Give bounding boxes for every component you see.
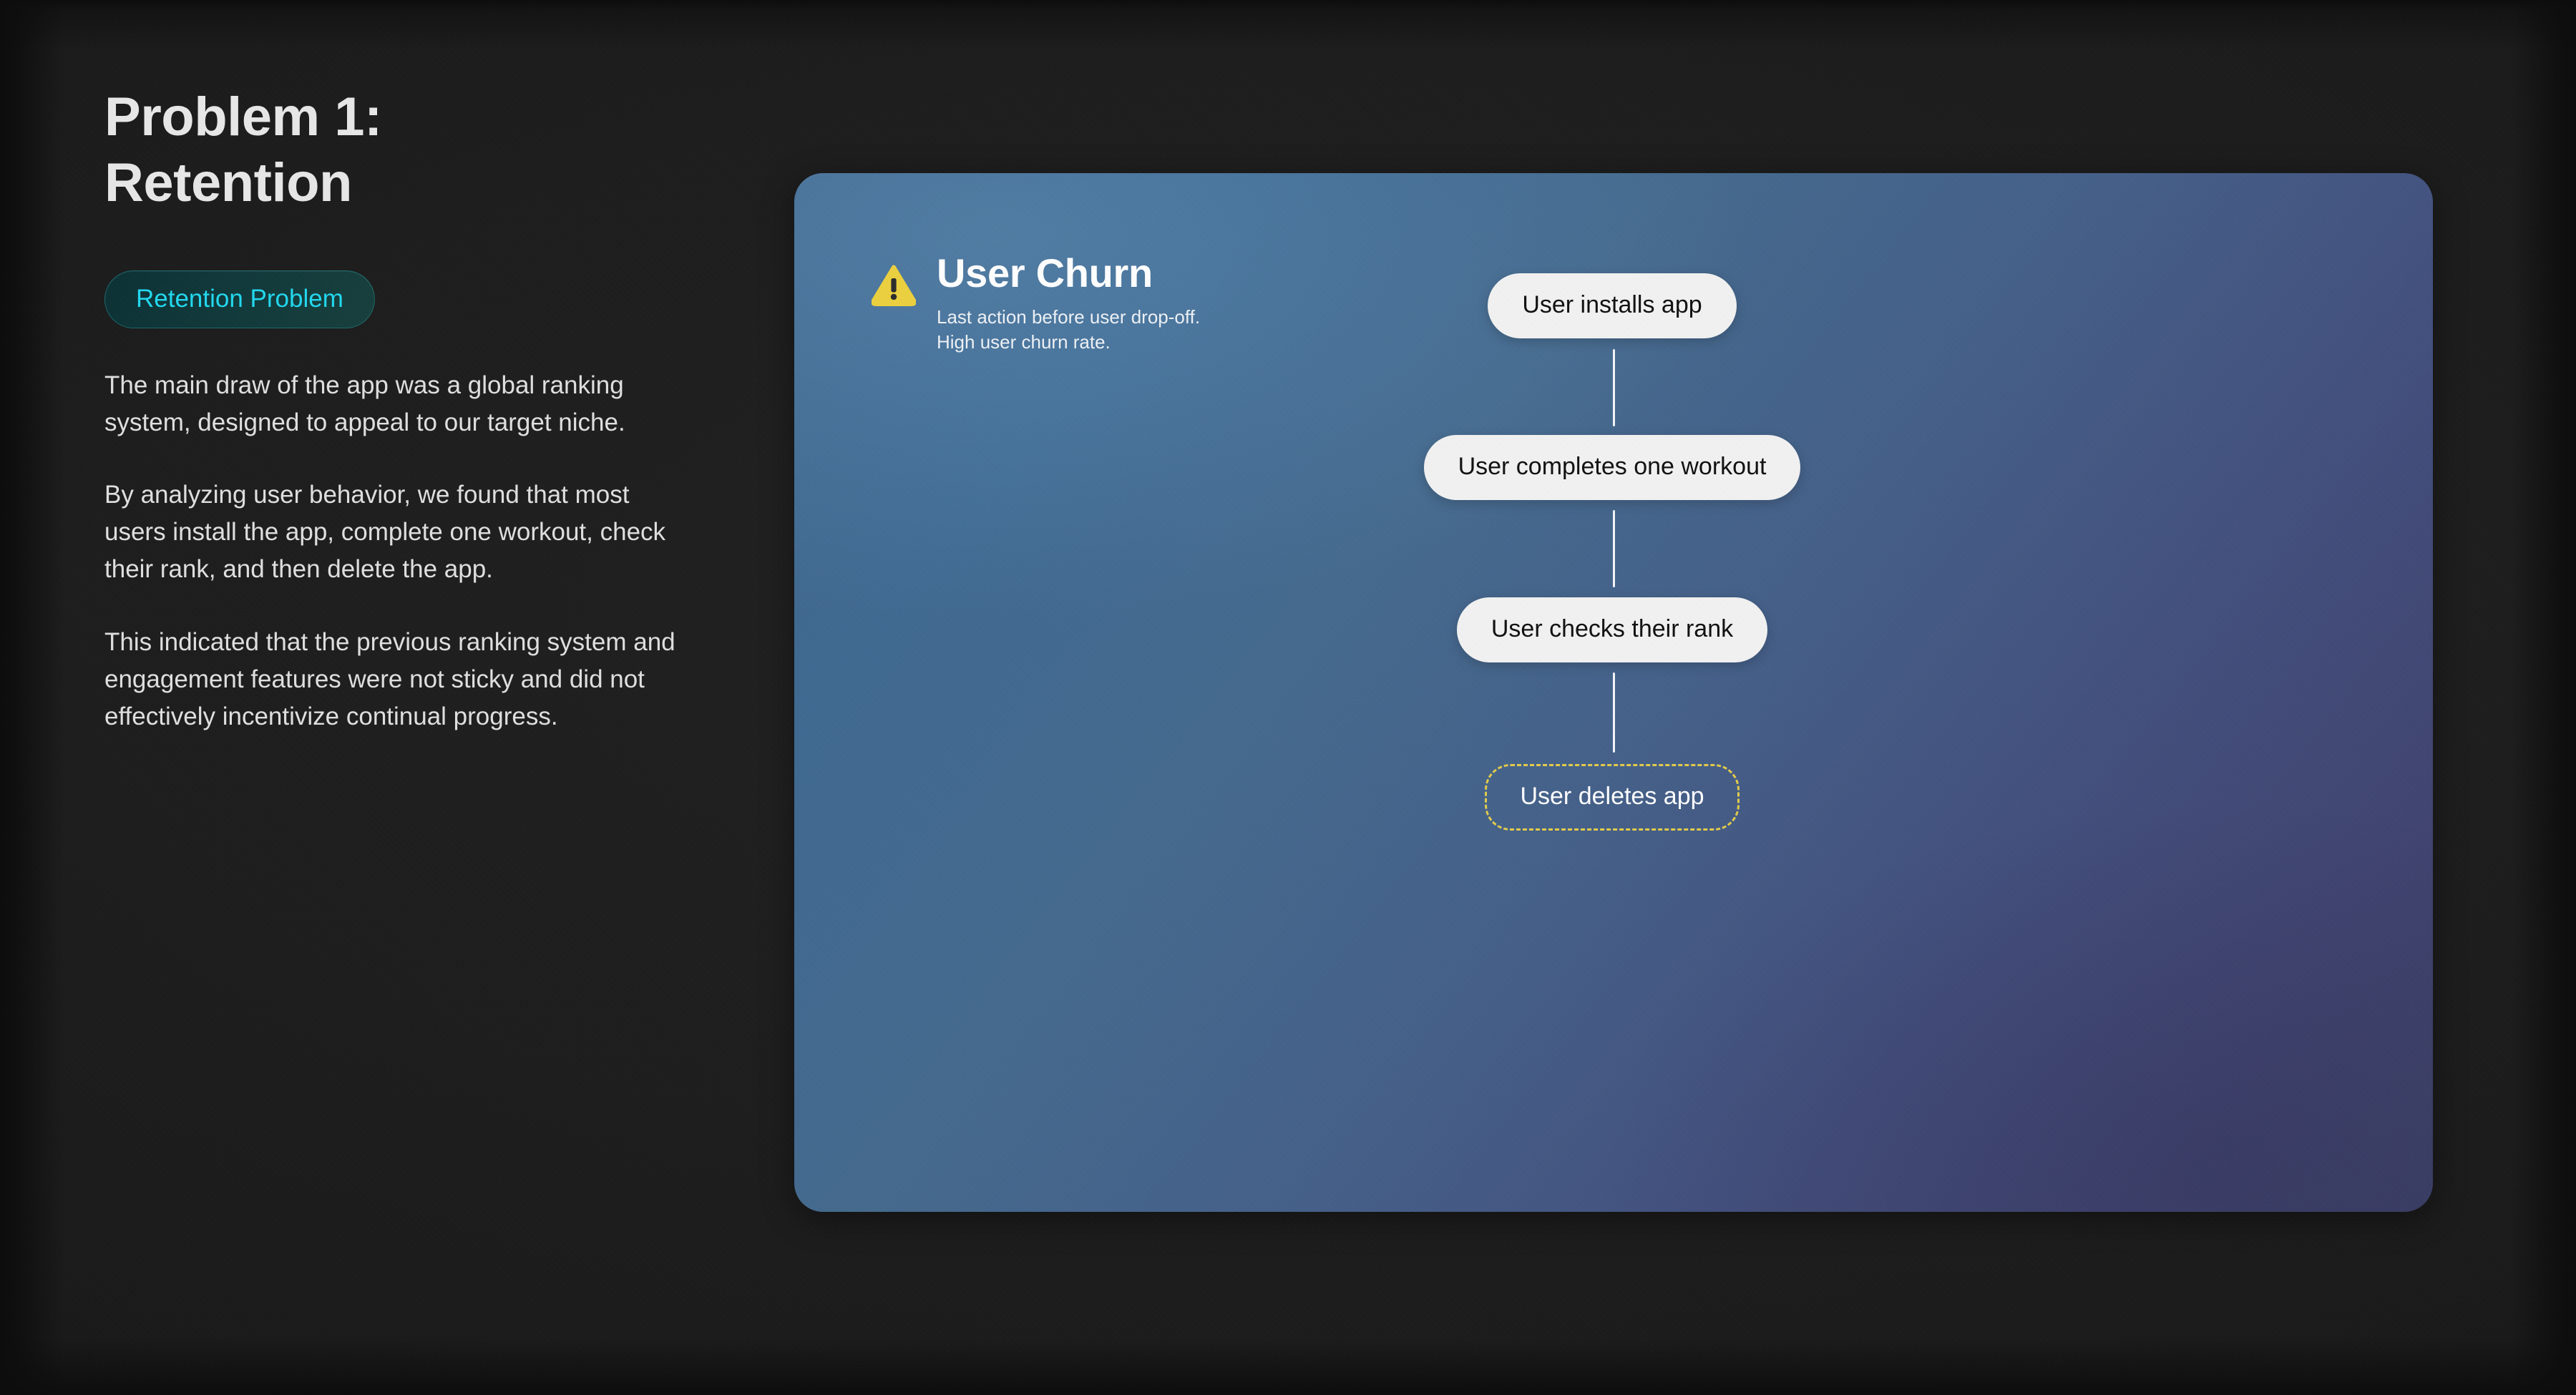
body-copy: The main draw of the app was a global ra… [104,367,720,735]
left-content-column: Problem 1: Retention Retention Problem T… [104,84,720,735]
flow-node-user-deletes-app[interactable]: User deletes app [1485,764,1740,831]
page-title: Problem 1: Retention [104,87,382,213]
flow-row-2: User completes one workout [794,435,2431,500]
flow-node-user-installs-app[interactable]: User installs app [1488,273,1737,338]
flow-connector-3 [1612,672,1615,753]
flow-connector-1 [1612,349,1615,426]
flow-node-user-checks-their-rank[interactable]: User checks their rank [1456,597,1768,662]
flow-row-3: User checks their rank [794,597,2431,662]
user-churn-card: User Churn Last action before user drop-… [794,173,2433,1212]
paragraph-2: By analyzing user behavior, we found tha… [104,481,666,584]
flow-connector-2 [1612,510,1615,587]
flow-node-user-completes-one-workout[interactable]: User completes one workout [1423,435,1801,500]
status-badge-retention-problem: Retention Problem [104,270,375,328]
paragraph-3: This indicated that the previous ranking… [104,627,675,730]
flow-row-4: User deletes app [794,764,2431,831]
paragraph-1: The main draw of the app was a global ra… [104,371,625,437]
flow-row-1: User installs app [794,273,2431,338]
user-churn-flow-diagram: User installs app User completes one wor… [794,273,2433,831]
